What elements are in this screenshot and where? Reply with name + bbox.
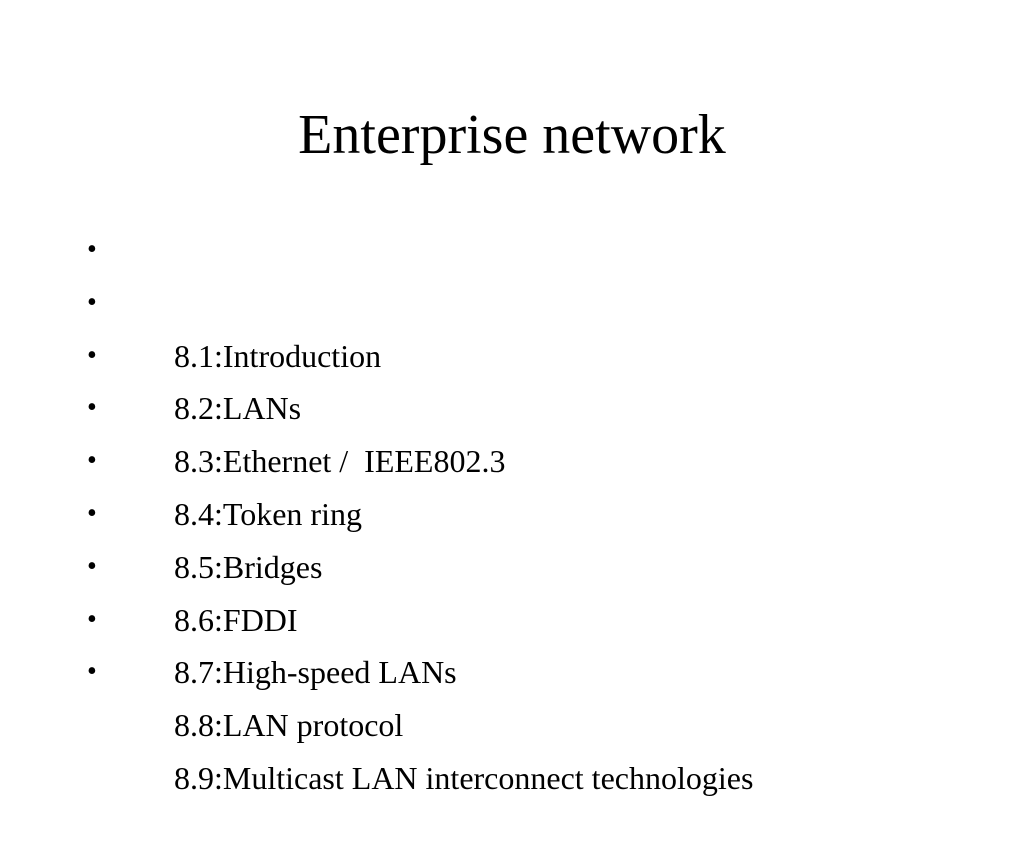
bullet-icon: • [87,550,97,582]
list-item: • 8.1:Introduction [84,224,753,374]
list-item-label: 8.4:Token ring [174,495,362,532]
list-item: • 8.9:Multicast LAN interconnect technol… [84,646,753,796]
list-item: • 8.7:High-speed LANs [84,541,753,691]
slide: Enterprise network • 8.1:Introduction • … [84,104,754,796]
list-item: • 8.6:FDDI [84,488,753,638]
list-item-label: 8.6:FDDI [174,601,298,638]
bullet-list: • 8.1:Introduction • 8.2:LANs • 8.3:Ethe… [84,224,753,796]
list-item: • 8.8:LAN protocol [84,594,753,744]
slide-title: Enterprise network [298,104,726,166]
bullet-icon: • [87,603,97,635]
list-item-label: 8.3:Ethernet / IEEE802.3 [174,443,506,480]
bullet-icon: • [87,339,97,371]
list-item: • 8.5:Bridges [84,435,753,585]
list-item-label: 8.8:LAN protocol [174,707,404,744]
bullet-icon: • [87,234,97,265]
list-item-label: 8.2:LANs [174,390,302,427]
list-item: • 8.2:LANs [84,277,753,427]
list-item: • 8.4:Token ring [84,382,753,532]
bullet-icon: • [87,392,97,424]
list-item-label: 8.7:High-speed LANs [174,654,457,691]
bullet-icon: • [87,656,97,688]
bullet-icon: • [87,286,97,318]
list-item-label: 8.5:Bridges [174,548,323,585]
list-item: • 8.3:Ethernet / IEEE802.3 [84,330,753,480]
bullet-icon: • [87,445,97,477]
bullet-icon: • [87,497,97,529]
list-item-label: 8.9:Multicast LAN interconnect technolog… [174,759,754,796]
list-item-label: 8.1:Introduction [174,337,382,374]
